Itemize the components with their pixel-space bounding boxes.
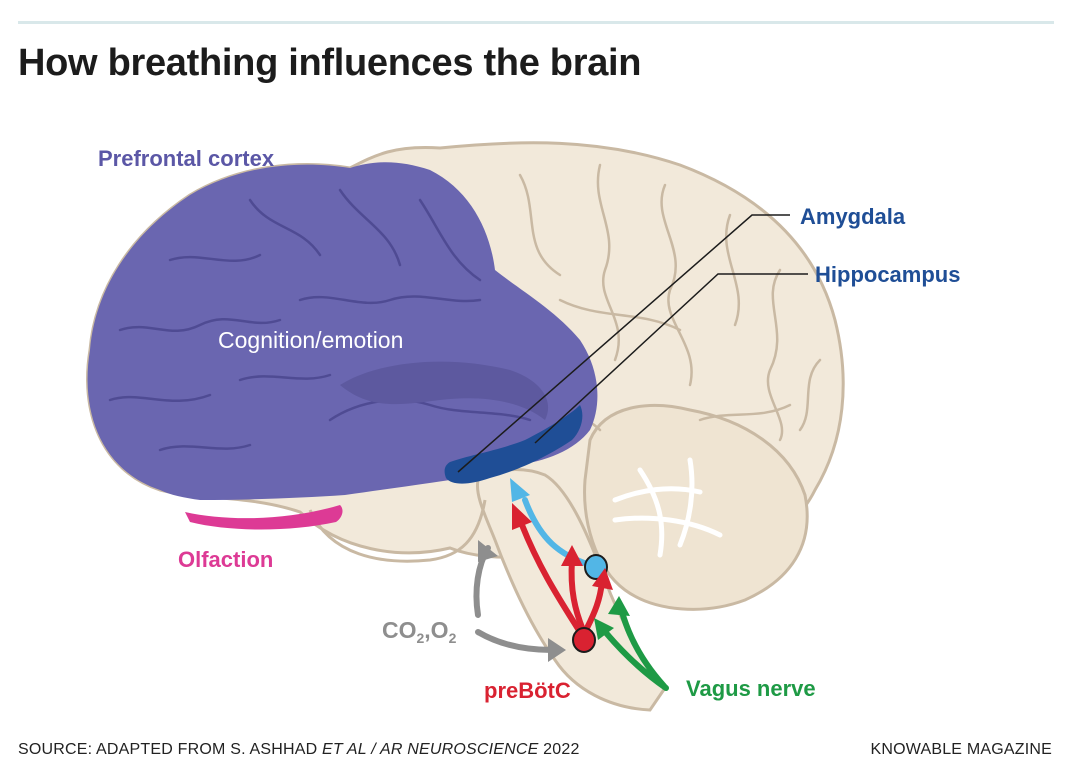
source-italic: ET AL / AR NEUROSCIENCE — [322, 741, 539, 758]
gas-arrowhead-up — [478, 540, 498, 562]
green-arrowhead-2 — [608, 596, 630, 616]
prebotc-nucleus — [572, 627, 596, 653]
red-arrowhead-2 — [561, 545, 583, 566]
amygdala-label: Amygdala — [800, 204, 906, 229]
blue-pathway — [522, 497, 593, 568]
prefrontal-cortex-region — [87, 162, 598, 500]
source-prefix: SOURCE: ADAPTED FROM S. ASHHAD — [18, 741, 323, 758]
gas-co-text: CO — [382, 617, 417, 643]
prebotc-label: preBötC — [484, 678, 571, 703]
olfaction-label: Olfaction — [178, 547, 274, 572]
corpus-callosum — [340, 361, 549, 420]
red-arrowhead-3 — [592, 568, 613, 590]
vagus-nerve-label: Vagus nerve — [686, 676, 816, 701]
amygdala-hippocampus-region — [444, 405, 583, 484]
prefrontal-cortex-label: Prefrontal cortex — [98, 146, 275, 171]
source-year: 2022 — [538, 741, 580, 758]
blue-arrowhead — [510, 478, 530, 502]
page-title: How breathing influences the brain — [18, 42, 642, 84]
olfaction-region — [185, 505, 343, 530]
vagus-pathways — [599, 609, 669, 691]
green-arrowhead-1 — [594, 618, 614, 640]
hippocampus-leader-line — [534, 273, 808, 444]
co2-o2-label: CO2,O2 — [382, 617, 456, 646]
hippocampus-label: Hippocampus — [815, 262, 961, 287]
source-credit: SOURCE: ADAPTED FROM S. ASHHAD ET AL / A… — [18, 741, 580, 759]
temporal-lobe — [308, 499, 487, 563]
gas-o-text: ,O — [424, 617, 449, 643]
cognition-emotion-label: Cognition/emotion — [218, 327, 404, 353]
prefrontal-gyri — [108, 188, 532, 452]
gas-subscript-1: 2 — [416, 630, 425, 646]
publisher-credit: KNOWABLE MAGAZINE — [870, 741, 1052, 758]
cerebellum-shape — [583, 404, 809, 611]
top-rule — [18, 21, 1054, 24]
gas-arrowhead-right — [548, 638, 566, 662]
gas-subscript-2: 2 — [448, 630, 457, 646]
cerebellum-white-matter — [612, 457, 723, 558]
red-arrowhead-1 — [512, 503, 532, 530]
amygdala-leader-line — [457, 214, 790, 473]
